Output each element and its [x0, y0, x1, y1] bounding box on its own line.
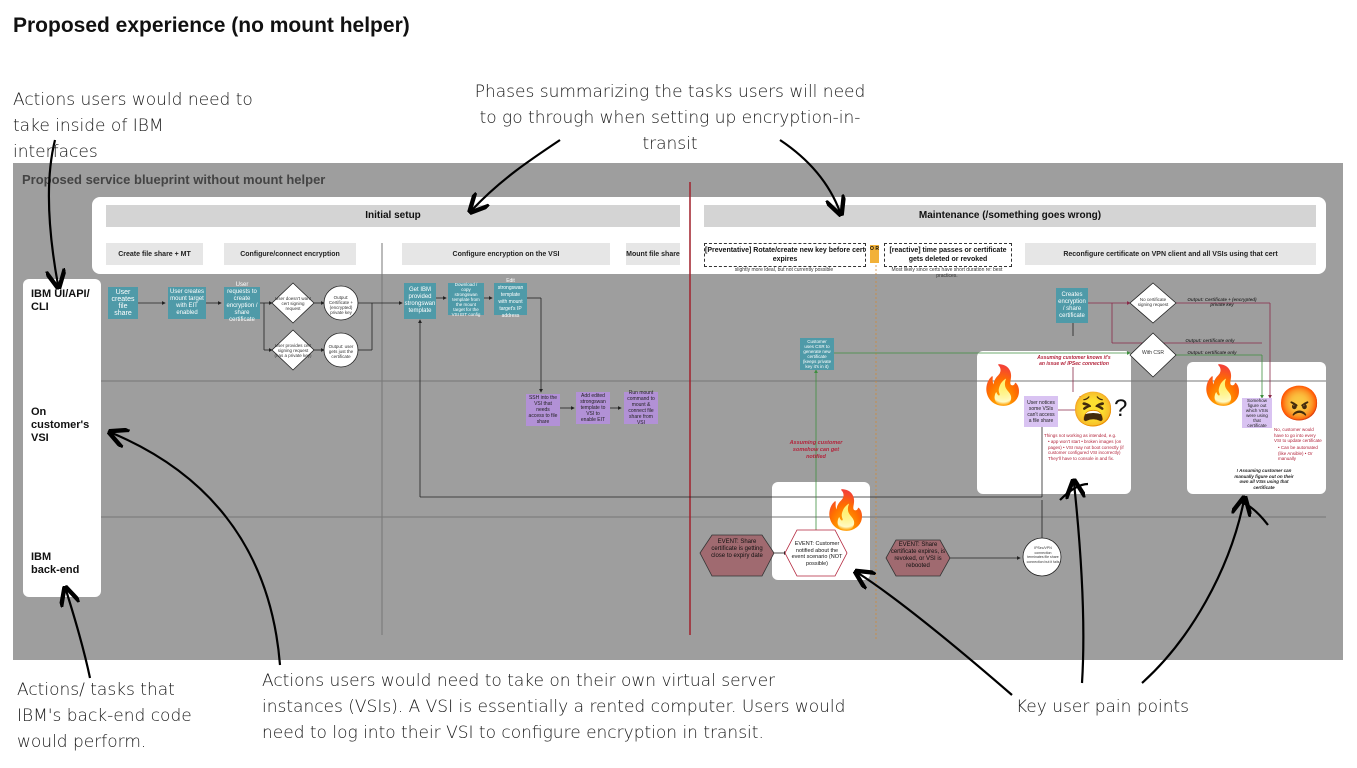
page-title: Proposed experience (no mount helper): [13, 14, 410, 37]
fire-icon: 🔥: [979, 365, 1027, 407]
subphase-reconfigure: Reconfigure certificate on VPN client an…: [1025, 243, 1316, 265]
or-label: O R: [870, 245, 879, 263]
event-expires: EVENT: Share certificate expires, is rev…: [890, 542, 946, 569]
subphase-reactive: [reactive] time passes or certificate ge…: [884, 243, 1012, 267]
note-things-list: • app won't start • broken images (on pa…: [1048, 439, 1124, 461]
node-diamond-no-csr: User doesn't want cert signing request: [275, 296, 311, 311]
node-out-cert-only: Output: certificate only: [1185, 338, 1235, 343]
reactive-note: Most likely since certs have short durat…: [891, 267, 1003, 279]
annotation-ibm-interfaces: Actions users would need to take inside …: [13, 90, 253, 162]
note-assume-notified: Assuming customer somehow can get notifi…: [789, 440, 843, 460]
node-with-csr: With CSR: [1142, 350, 1164, 356]
node-out-cert-key2: Output: Certificate + (encrypted) privat…: [1187, 297, 1257, 307]
node-creates-cert: Creates encryption / share certificate: [1056, 288, 1088, 323]
note-assume-ipsec: Assuming customer knows it's an issue w/…: [1037, 355, 1111, 367]
subphase-configure-encryption: Configure/connect encryption: [224, 243, 356, 265]
subphase-preventative: [Preventative] Rotate/create new key bef…: [704, 243, 866, 267]
node-diamond-no-csr2: No certificate signing request: [1137, 297, 1169, 307]
node-out-cert-key: Output: Certificate + (encrypted) privat…: [328, 295, 354, 315]
fire-icon: 🔥: [1199, 365, 1247, 407]
note-assume-manual: ! Assuming customer can manually figure …: [1234, 468, 1294, 490]
node-out-user-cert: Output: user gets just the certificate: [328, 344, 354, 359]
node-user-creates-mt: User creates mount target with EIT enabl…: [168, 287, 206, 319]
note-things-not-working: Things not working as intended, e.g.: [1044, 433, 1117, 438]
node-user-creates-share: User creates file share: [108, 287, 138, 319]
annotation-vsi: Actions users would need to take on thei…: [262, 671, 846, 743]
node-user-notices: User notices some VSIs can't access a fi…: [1024, 396, 1058, 427]
node-run-mount: Run mount command to mount & connect fil…: [624, 390, 658, 426]
event-expiry: EVENT: Share certificate is getting clos…: [711, 539, 763, 559]
node-ipsec-broken: IPSec/VPN connection terminates file sha…: [1026, 546, 1060, 564]
node-customer-csr: Customer uses CSR to generate new certif…: [800, 338, 834, 370]
note-no-auto: No, customer would have to go into every…: [1274, 427, 1322, 443]
phase-maintenance: Maintenance (/something goes wrong): [704, 205, 1316, 227]
subphase-mount: Mount file share: [626, 243, 680, 265]
event-notified: EVENT: Customer notified about the event…: [791, 541, 843, 567]
node-download-template: Download / copy strongswan template from…: [448, 282, 484, 317]
subphase-configure-vsi: Configure encryption on the VSI: [402, 243, 610, 265]
angry-face-icon: 😡: [1278, 385, 1321, 423]
phase-initial-setup: Initial setup: [106, 205, 680, 227]
subphase-create-share: Create file share + MT: [106, 243, 203, 265]
lane-label-backend: IBM back-end: [31, 551, 80, 576]
node-out-cert-only2: Output: certificate only: [1187, 350, 1237, 355]
annotation-pain-points: Key user pain points: [1016, 697, 1190, 717]
annotation-phases: Phases summarizing the tasks users will …: [474, 82, 866, 154]
node-edit-template: Edit strongswan template with mount targ…: [494, 278, 527, 319]
node-add-template: Add edited strongswan template to VSI to…: [576, 392, 610, 424]
lane-label-column: [23, 279, 101, 597]
tired-face-icon: 😫: [1072, 391, 1115, 429]
question-mark-icon: ?: [1114, 395, 1128, 422]
pain-card-figure: [1187, 362, 1326, 494]
node-diamond-csr: User provides cert signing request (has …: [274, 343, 312, 358]
node-ssh-vsi: SSH into the VSI that needs access to fi…: [526, 394, 560, 426]
preventative-note: slightly more ideal, but not currently p…: [734, 267, 834, 273]
note-no-auto-list: • Can be automated (like Ansible) • Or m…: [1278, 445, 1318, 461]
annotation-backend: Actions/ tasks that IBM's back-end code …: [17, 680, 192, 752]
node-user-requests-cert: User requests to create encryption / sha…: [224, 282, 260, 323]
node-somehow-figure: Somehow figure out which VSIs were using…: [1242, 398, 1272, 428]
fire-icon: 🔥: [822, 490, 870, 532]
node-get-template: Get IBM provided strongswan template: [404, 283, 436, 319]
canvas-title: Proposed service blueprint without mount…: [22, 172, 326, 187]
lane-label-vsi: On customer's VSI: [31, 406, 90, 444]
